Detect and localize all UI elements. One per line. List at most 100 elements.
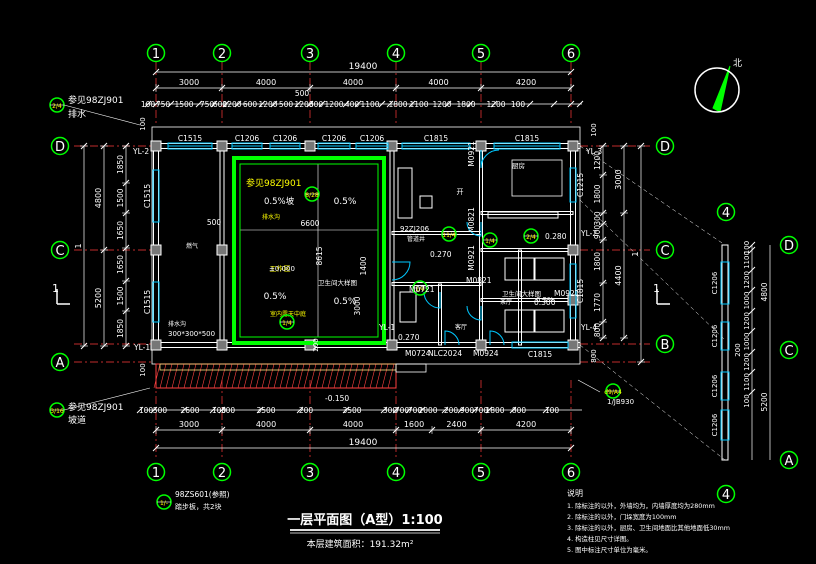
dim-200: 200	[312, 338, 320, 351]
side-detail-text: 1200	[743, 353, 751, 371]
dim-bottom-detail-text: 2600	[180, 406, 199, 415]
grid-bubble-right-0: D	[660, 140, 670, 155]
door-swing	[423, 291, 441, 309]
dim-right-total-text: 1	[631, 251, 640, 256]
door-label: M0821	[467, 207, 476, 233]
dim-tick	[342, 406, 350, 414]
dim-top-detail-text: 1800	[456, 100, 475, 109]
window-label-top: C1206	[360, 134, 385, 143]
open-text: 开	[457, 188, 464, 196]
dim-right-bays-text: 3000	[614, 169, 623, 189]
side-detail-text: 1000	[743, 333, 751, 351]
dim-top-detail-text: 1200	[294, 100, 313, 109]
pipe-text: 管道井	[407, 235, 425, 243]
dim-tick	[218, 406, 226, 414]
kit-ref-text: 92ZJ206	[400, 225, 430, 233]
grid-bubble-top-4: 4	[392, 47, 400, 62]
ref-callout-slope: 3/16	[50, 408, 64, 415]
dim-top-detail-text: 1200	[324, 100, 343, 109]
ramp-hatch	[357, 363, 365, 389]
dim-top-detail-text: 1200	[432, 100, 451, 109]
ramp-hatch	[285, 363, 293, 389]
ramp-hatch	[255, 363, 263, 389]
grid-bubble-bottom-5: 5	[477, 466, 485, 481]
dim-tick	[210, 100, 218, 108]
ramp-hatch	[369, 363, 377, 389]
grid-bubble-right-2: B	[661, 338, 670, 353]
grid-bubble-right-1-circle	[655, 240, 675, 260]
ramp-hatch	[177, 363, 185, 389]
leader-slope	[63, 387, 151, 411]
ramp-hatch	[213, 363, 221, 389]
work-text: 工作区	[270, 264, 291, 273]
dim-top-bays-text: 4000	[428, 78, 448, 87]
ramp-hatch	[315, 363, 323, 389]
dim-tick	[386, 100, 394, 108]
side-bubble-row-d: D	[784, 239, 794, 254]
dim-tick	[405, 406, 413, 414]
dim-bottom-detail-text: 300	[383, 406, 398, 415]
side-bubble-row-c: C	[784, 344, 793, 359]
side-detail-text: 1100	[743, 373, 751, 391]
dim-tick	[342, 100, 350, 108]
dim-left-bays-text: 4800	[94, 188, 103, 208]
grid-bubble-bottom-6: 6	[567, 466, 575, 481]
section-number-right: 1	[653, 282, 660, 295]
ref-callout-note: d9/A4	[604, 389, 622, 396]
dim-tick	[318, 100, 326, 108]
grid-bubble-bottom-3: 3	[306, 466, 314, 481]
dim-top-detail-text: 1100	[409, 100, 428, 109]
grid-bubble-bottom-4-circle	[386, 462, 406, 482]
level-280: 0.280	[545, 232, 567, 241]
structural-column	[567, 339, 579, 351]
dim-tick	[748, 327, 756, 335]
side-bubble-bottom-circle	[716, 484, 736, 504]
door-label: M0921	[467, 141, 476, 167]
side-window-label: C1206	[711, 413, 719, 436]
column-tag: YL-2	[580, 229, 597, 238]
dim-tick	[152, 444, 160, 452]
dim-top-detail-text: 750	[200, 100, 215, 109]
side-mid-text: 200	[734, 343, 742, 356]
dim-6600: 6600	[300, 219, 319, 228]
grid-bubble-top-2-circle	[212, 43, 232, 63]
grid-bubble-top-3: 3	[306, 47, 314, 62]
ramp-hatch	[363, 363, 371, 389]
dim-bottom-detail-text: 200	[444, 406, 459, 415]
ramp-hatch	[219, 363, 227, 389]
structural-column	[567, 294, 579, 306]
dim-left-detail-text: 1500	[116, 286, 125, 305]
wall-h	[480, 248, 574, 252]
door-label: M0721	[409, 285, 435, 294]
door-swing	[466, 305, 482, 321]
pct-text-2: 0.5%	[264, 292, 287, 302]
dim-tick	[567, 100, 575, 108]
drawing-title: 一层平面图（A型）1:100	[287, 512, 442, 528]
dim-top-detail-text: 600	[309, 100, 324, 109]
kitchen-counter	[397, 167, 413, 219]
dim-right-bays-text: 4400	[614, 265, 623, 285]
column-tag: YL-4	[580, 323, 597, 332]
dim-top-detail-text: 750	[156, 100, 171, 109]
ramp-hatch	[195, 363, 203, 389]
ramp-hatch	[261, 363, 269, 389]
ramp-hatch	[231, 363, 239, 389]
dim-top-mid: 500	[295, 89, 310, 98]
door-swing	[466, 221, 482, 237]
wall-h	[480, 298, 574, 302]
side-window	[720, 409, 730, 441]
dim-tick	[748, 266, 756, 274]
dim-tick	[418, 406, 426, 414]
dim-tick	[485, 406, 493, 414]
dim-top-detail-text: 600	[213, 100, 228, 109]
dim-left-detail-text: 1650	[116, 255, 125, 274]
grid-bubble-bottom-1: 1	[152, 466, 160, 481]
dim-top-detail-text: 600	[243, 100, 258, 109]
grid-bubble-right-0-circle	[655, 136, 675, 156]
dim-right-detail-text: 1800	[593, 252, 602, 271]
ref-step-text: 98ZS601(参照)	[175, 489, 230, 499]
window-label-top: C1206	[235, 134, 260, 143]
dim-3000: 3000	[353, 296, 362, 315]
note-line: 3. 除标注的以外，厨房、卫生间地面比其他地面低30mm	[567, 523, 730, 532]
